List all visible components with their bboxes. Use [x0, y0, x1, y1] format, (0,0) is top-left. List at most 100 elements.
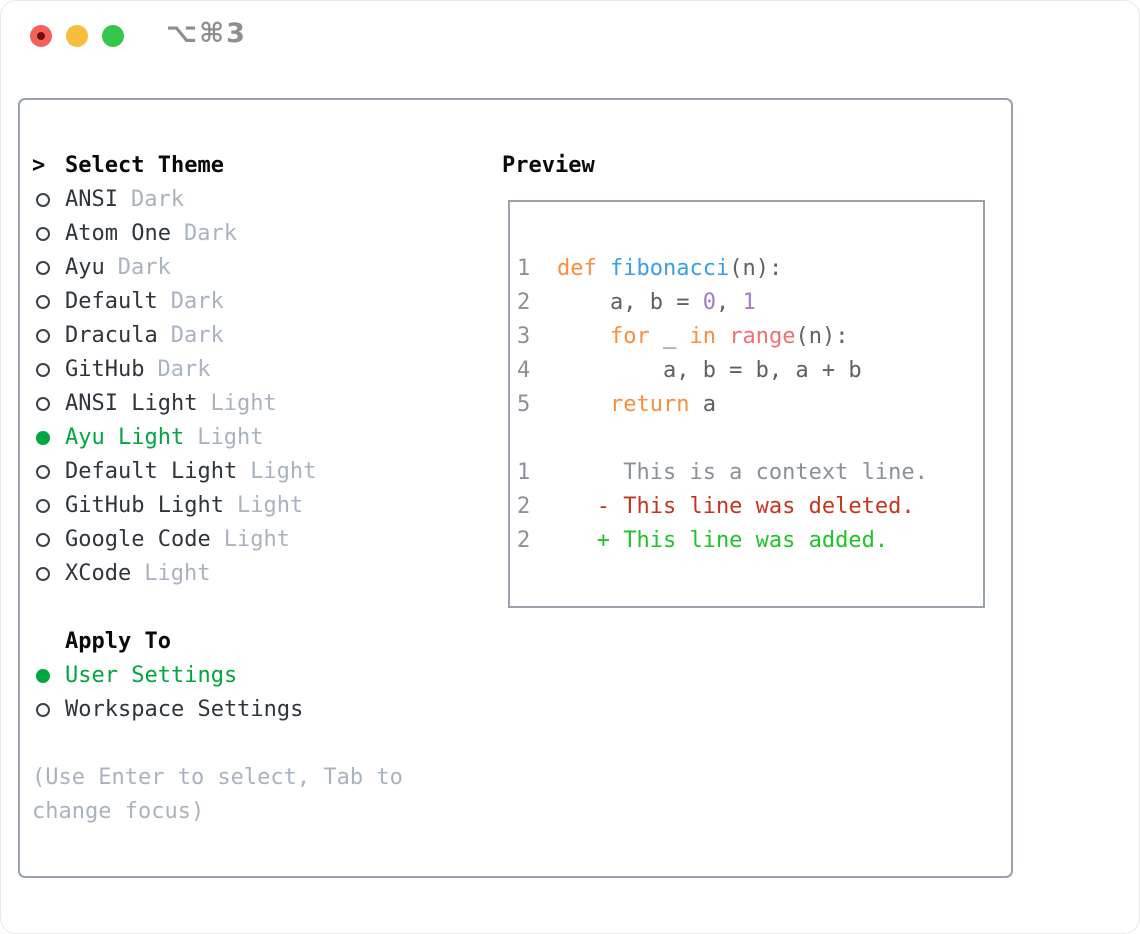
theme-variant-tag: Dark: [117, 255, 171, 280]
section-gap: [32, 591, 464, 625]
theme-variant-tag: Light: [236, 493, 304, 518]
radio-marker: [32, 329, 65, 343]
theme-list-item[interactable]: Default Dark: [32, 285, 464, 319]
apply-to-list: User Settings Workspace Settings: [32, 659, 464, 727]
theme-variant-tag: Light: [144, 561, 211, 586]
apply-to-label: User Settings: [65, 663, 238, 688]
theme-list-item[interactable]: GitHub Dark: [32, 353, 464, 387]
line-number: 1: [517, 256, 531, 281]
radio-marker: [32, 703, 65, 717]
preview-title: Preview: [502, 153, 595, 178]
radio-icon: [36, 227, 50, 241]
code-line: 3 for _ in range(n):: [517, 320, 983, 354]
theme-variant-tag: Light: [223, 527, 290, 552]
radio-icon: [36, 431, 50, 445]
theme-name: XCode: [65, 561, 132, 586]
titlebar: [30, 25, 124, 47]
radio-icon: [36, 703, 50, 717]
code-line: 5 return a: [517, 388, 983, 422]
theme-variant-tag: Light: [250, 459, 317, 484]
theme-variant-tag: Dark: [183, 221, 237, 246]
theme-variant-tag: Dark: [170, 289, 224, 314]
window-title: ⌥⌘3: [166, 18, 247, 49]
theme-list-item[interactable]: XCode Light: [32, 557, 464, 591]
theme-list-item[interactable]: GitHub Light Light: [32, 489, 464, 523]
radio-icon: [36, 363, 50, 377]
code-line-text: a, b = 0, 1: [557, 290, 756, 315]
radio-marker: [32, 499, 65, 513]
code-line-text: def fibonacci(n):: [557, 256, 783, 281]
line-number: 2: [517, 528, 531, 553]
select-theme-header: > Select Theme: [32, 149, 464, 183]
code-line-text: + This line was added.: [557, 528, 889, 553]
theme-selector: > Select Theme ANSI Dark Atom One Dark A…: [32, 149, 464, 829]
code-line: 2 a, b = 0, 1: [517, 286, 983, 320]
radio-marker: [32, 431, 65, 445]
theme-list-item[interactable]: ANSI Light Light: [32, 387, 464, 421]
theme-list-item[interactable]: Default Light Light: [32, 455, 464, 489]
theme-list: ANSI Dark Atom One Dark Ayu Dark Default…: [32, 183, 464, 591]
code-line: 2 - This line was deleted.: [517, 490, 983, 524]
close-button[interactable]: [30, 25, 52, 47]
zoom-button[interactable]: [102, 25, 124, 47]
code-line: 1 This is a context line.: [517, 456, 983, 490]
radio-marker: [32, 397, 65, 411]
apply-to-option[interactable]: Workspace Settings: [32, 693, 464, 727]
apply-to-option[interactable]: User Settings: [32, 659, 464, 693]
theme-name: Atom One: [65, 221, 171, 246]
theme-list-item[interactable]: Atom One Dark: [32, 217, 464, 251]
theme-name: Default: [65, 289, 158, 314]
theme-name: Google Code: [65, 527, 211, 552]
theme-name: Ayu Light: [65, 425, 185, 450]
line-number: 1: [517, 460, 531, 485]
select-theme-title: Select Theme: [65, 153, 224, 178]
theme-list-item[interactable]: ANSI Dark: [32, 183, 464, 217]
section-gap: [32, 727, 464, 761]
apply-to-title: Apply To: [65, 629, 171, 654]
theme-name: Default Light: [65, 459, 238, 484]
theme-list-item[interactable]: Ayu Light Light: [32, 421, 464, 455]
theme-name: Dracula: [65, 323, 158, 348]
radio-marker: [32, 261, 65, 275]
code-line-text: for _ in range(n):: [609, 324, 849, 349]
code-line: 4 a, b = b, a + b: [517, 354, 983, 388]
radio-marker: [32, 227, 65, 241]
apply-to-header: Apply To: [32, 625, 464, 659]
theme-variant-tag: Dark: [130, 187, 184, 212]
line-number: 2: [517, 290, 531, 315]
radio-marker: [32, 533, 65, 547]
theme-list-item[interactable]: Dracula Dark: [32, 319, 464, 353]
theme-variant-tag: Dark: [170, 323, 224, 348]
theme-list-item[interactable]: Google Code Light: [32, 523, 464, 557]
radio-marker: [32, 465, 65, 479]
radio-icon: [36, 295, 50, 309]
radio-icon: [36, 669, 50, 683]
code-line-text: - This line was deleted.: [557, 494, 915, 519]
radio-icon: [36, 329, 50, 343]
theme-variant-tag: Dark: [157, 357, 211, 382]
theme-name: GitHub: [65, 357, 145, 382]
radio-marker: [32, 295, 65, 309]
radio-icon: [36, 533, 50, 547]
radio-icon: [36, 465, 50, 479]
focus-caret-icon: >: [32, 153, 46, 178]
radio-marker: [32, 193, 65, 207]
keyboard-hint: (Use Enter to select, Tab to change focu…: [32, 765, 403, 824]
code-line: [517, 422, 983, 456]
radio-icon: [36, 261, 50, 275]
apply-to-label: Workspace Settings: [65, 697, 304, 722]
radio-marker: [32, 567, 65, 581]
preview-panel: 1 def fibonacci(n): 2 a, b = 0, 1 3 for …: [508, 200, 985, 608]
line-number: 2: [517, 494, 531, 519]
code-block: 1 def fibonacci(n): 2 a, b = 0, 1 3 for …: [517, 252, 983, 558]
theme-name: ANSI: [65, 187, 118, 212]
theme-list-item[interactable]: Ayu Dark: [32, 251, 464, 285]
radio-icon: [36, 397, 50, 411]
line-number: [517, 422, 557, 456]
minimize-button[interactable]: [66, 25, 88, 47]
code-line-text: return a: [609, 392, 716, 417]
radio-marker: [32, 669, 65, 683]
line-number: 3: [517, 324, 531, 349]
theme-name: ANSI Light: [65, 391, 198, 416]
